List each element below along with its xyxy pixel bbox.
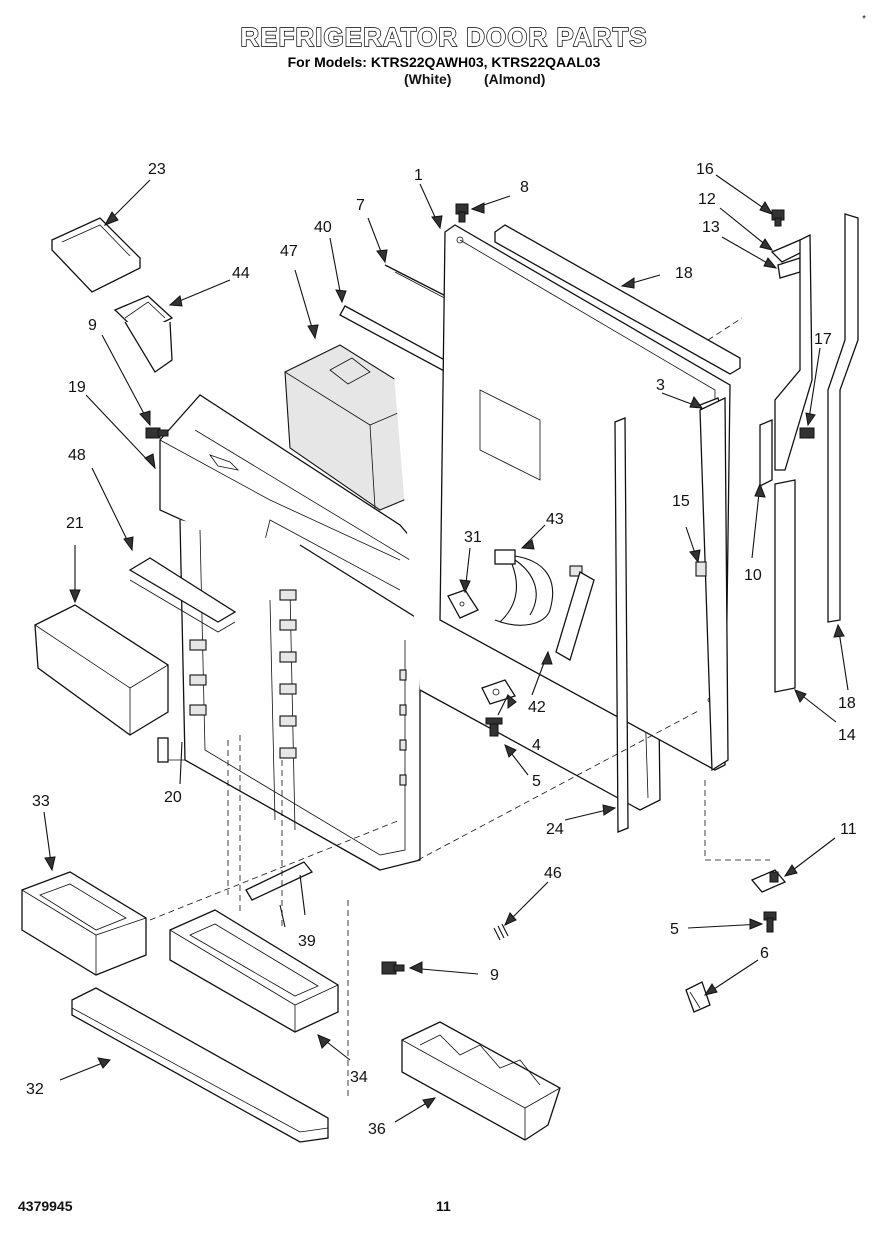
part-11-lower-hinge [750, 869, 787, 893]
part-17-handle-upper [774, 233, 815, 471]
callout-5-right: 5 [670, 921, 679, 938]
callout-9-lower: 9 [490, 967, 499, 984]
callout-5: 5 [532, 773, 541, 790]
callout-3: 3 [656, 377, 665, 394]
callout-46: 46 [544, 865, 562, 882]
part-47-foam-block [284, 344, 429, 511]
callout-9: 9 [88, 317, 97, 334]
part-6-screw [455, 203, 469, 223]
part-46-spring [493, 923, 509, 941]
callout-6: 8 [520, 179, 529, 196]
variant-white: (White) [404, 71, 452, 87]
part-21-strip [157, 737, 169, 763]
models-subtitle: For Models: KTRS22QAWH03, KTRS22QAAL03 [287, 54, 601, 70]
part-28-side-strip [614, 417, 629, 833]
callout-20: 18 [675, 265, 693, 282]
callout-31: 31 [464, 529, 482, 546]
part-5-screw-right [763, 911, 777, 933]
part-15-side-rail [695, 396, 729, 772]
part-36-egg-tray [401, 1021, 561, 1141]
callout-13: 13 [702, 219, 720, 236]
part-5-screw [485, 717, 503, 737]
page-title: REFRIGERATOR DOOR PARTS [240, 21, 648, 52]
document-code: 4379945 [18, 1198, 73, 1214]
part-42-tube [555, 571, 595, 661]
callout-24: 23 [148, 161, 166, 178]
callout-42: 42 [528, 699, 546, 716]
callout-34: 34 [350, 1069, 368, 1086]
part-20-top-cap [494, 224, 741, 375]
callout-12: 12 [698, 191, 716, 208]
callout-36: 36 [368, 1121, 386, 1138]
part-23-bin-cover [34, 604, 169, 736]
part-9-screw [145, 427, 169, 439]
callout-16: 16 [696, 161, 714, 178]
part-33-door-bin [21, 871, 147, 976]
part-18-trim [827, 213, 859, 623]
callout-39: 39 [298, 933, 316, 950]
part-24-tray [50, 217, 142, 293]
callout-1: 1 [414, 167, 423, 184]
callout-47: 47 [280, 243, 298, 260]
callout-4: 4 [532, 737, 541, 754]
part-31-bracket [447, 589, 479, 619]
part-12-upper-hinge [770, 209, 807, 279]
part-48-rail [128, 557, 237, 633]
alignment-lines [149, 317, 770, 1100]
callout-43: 43 [546, 511, 564, 528]
variant-almond: (Almond) [484, 71, 546, 87]
part-7-clip [685, 981, 711, 1013]
page-number: 11 [436, 1198, 451, 1214]
part-10-plate [759, 419, 773, 488]
part-32-shelf-rail [71, 987, 329, 1143]
part-9-screw-lower [381, 961, 405, 975]
callout-14: 14 [838, 727, 856, 744]
callout-7: 6 [760, 945, 769, 962]
liner-shelf-clips [189, 589, 407, 786]
callout-19: 19 [68, 379, 86, 396]
callout-28: 24 [546, 821, 564, 838]
part-14-handle-lower [774, 479, 796, 693]
callout-32: 32 [26, 1081, 44, 1098]
callout-10: 10 [744, 567, 762, 584]
callout-18: 18 [838, 695, 856, 712]
callout-11: 11 [840, 821, 857, 838]
callout-17: 17 [814, 331, 832, 348]
part-34-door-bin [169, 909, 339, 1033]
part-43-wiring [494, 549, 583, 626]
callout-labels: 23 44 47 9 19 48 21 20 33 39 32 34 36 9 … [26, 161, 857, 1138]
leader-arrowheads [44, 201, 845, 1109]
part-44-chute [113, 295, 174, 373]
callout-44: 44 [232, 265, 250, 282]
corner-mark: * [862, 14, 866, 25]
callout-8: 7 [356, 197, 365, 214]
callout-15: 15 [672, 493, 690, 510]
callout-48: 48 [68, 447, 86, 464]
callout-40: 40 [314, 219, 332, 236]
callout-23: 21 [66, 515, 84, 532]
callout-33: 33 [32, 793, 50, 810]
part-39-bracket [245, 861, 314, 901]
callout-21: 20 [164, 789, 182, 806]
